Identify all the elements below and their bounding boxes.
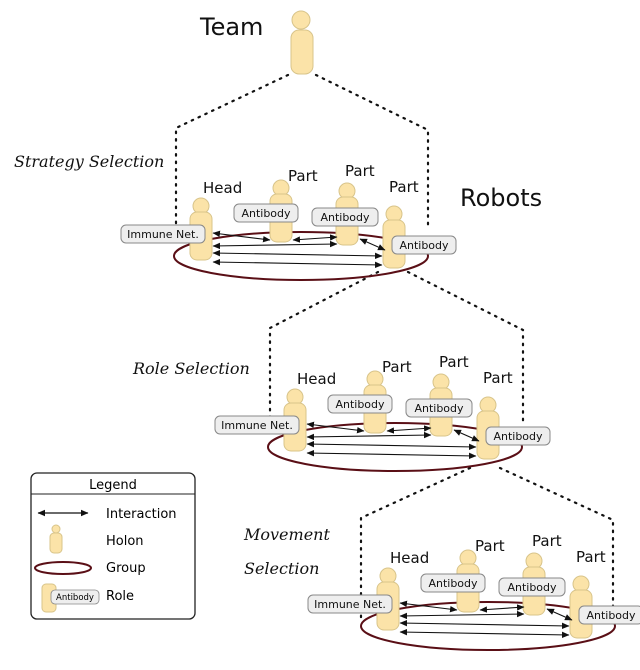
- interaction-arrow: [212, 258, 383, 269]
- antibody-role: Antibody: [405, 398, 473, 418]
- part-label: Part: [389, 178, 419, 196]
- antibody-role: Antibody: [311, 207, 379, 227]
- antibody-role-label: Antibody: [335, 398, 385, 411]
- antibody-role: Antibody: [420, 573, 486, 593]
- antibody-role: Antibody: [485, 426, 551, 446]
- antibody-role-label: Antibody: [414, 402, 464, 415]
- holon-icon: [49, 524, 63, 554]
- interaction-arrow: [399, 628, 570, 639]
- level-title: Strategy Selection: [14, 152, 164, 171]
- dotted-connectors: [174, 73, 615, 622]
- group-ellipse-icon: [34, 561, 92, 575]
- level-title: Role Selection: [132, 359, 250, 378]
- group-ellipse: [360, 601, 616, 651]
- group-ellipse: [267, 422, 523, 472]
- part-label: Part: [483, 369, 513, 387]
- team-label: Team: [199, 13, 263, 41]
- legend: Legend Interaction Holon Group Antibody …: [30, 472, 196, 620]
- group-ellipse: [173, 231, 429, 281]
- part-label: Part: [532, 532, 562, 550]
- level-title: Selection: [244, 559, 319, 578]
- head-label: Head: [297, 370, 336, 388]
- immune-net-role: Immune Net.: [120, 224, 206, 244]
- legend-role-sample: Antibody: [56, 593, 94, 603]
- interaction-arrow: [479, 604, 525, 613]
- head-label: Head: [390, 549, 429, 567]
- antibody-role: Antibody: [327, 394, 393, 414]
- interaction-arrow: [306, 449, 477, 460]
- part-label: Part: [475, 537, 505, 555]
- antibody-role-label: Antibody: [507, 581, 557, 594]
- immune-net-role-label: Immune Net.: [314, 598, 386, 611]
- immune-net-role-label: Immune Net.: [127, 228, 199, 241]
- interaction-arrow: [453, 429, 480, 442]
- immune-net-role: Immune Net.: [214, 415, 300, 435]
- legend-label-interaction: Interaction: [106, 507, 177, 522]
- interaction-arrow: [212, 240, 338, 250]
- legend-label-group: Group: [106, 561, 146, 576]
- interaction-arrow: [212, 249, 383, 260]
- legend-label-role: Role: [106, 589, 134, 604]
- part-label: Part: [288, 167, 318, 185]
- antibody-role: Antibody: [233, 203, 299, 223]
- robots-label: Robots: [460, 184, 542, 212]
- interaction-arrow: [212, 230, 271, 243]
- immune-net-role-label: Immune Net.: [221, 419, 293, 432]
- interaction-arrow: [306, 440, 477, 451]
- part-label: Part: [345, 162, 375, 180]
- antibody-role-label: Antibody: [586, 609, 636, 622]
- interaction-arrow: [399, 619, 570, 630]
- antibody-role-label: Antibody: [493, 430, 543, 443]
- part-label: Part: [382, 358, 412, 376]
- antibody-role-label: Antibody: [399, 239, 449, 252]
- interaction-arrow: [359, 238, 386, 251]
- legend-label-holon: Holon: [106, 534, 144, 549]
- legend-title: Legend: [89, 478, 137, 493]
- part-label: Part: [576, 548, 606, 566]
- interaction-arrow: [399, 610, 525, 620]
- antibody-role: Antibody: [578, 605, 640, 625]
- immune-net-role: Immune Net.: [307, 594, 393, 614]
- antibody-role-label: Antibody: [241, 207, 291, 220]
- interaction-arrow: [306, 431, 432, 441]
- antibody-role-label: Antibody: [428, 577, 478, 590]
- antibody-role: Antibody: [391, 235, 457, 255]
- interaction-arrow: [546, 608, 573, 621]
- interaction-arrow: [292, 234, 338, 243]
- interaction-arrow: [306, 421, 365, 434]
- role-icon: Antibody: [41, 583, 100, 613]
- team-holon: [290, 10, 314, 75]
- head-label: Head: [203, 179, 242, 197]
- level-title: Movement: [243, 525, 330, 544]
- interaction-arrow: [386, 425, 432, 434]
- antibody-role: Antibody: [498, 577, 566, 597]
- antibody-role-label: Antibody: [320, 211, 370, 224]
- interaction-arrow: [399, 600, 458, 613]
- part-label: Part: [439, 353, 469, 371]
- legend-box: [30, 472, 196, 620]
